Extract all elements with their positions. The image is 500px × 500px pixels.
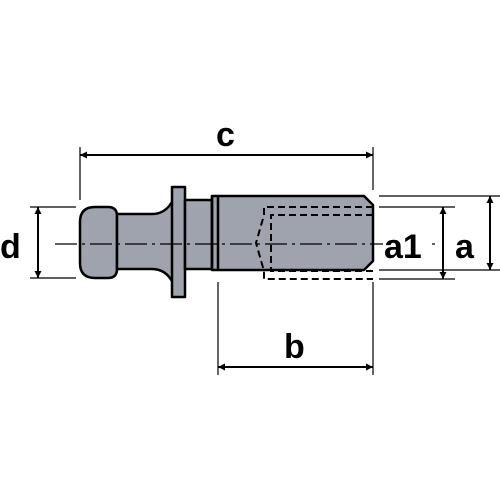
label-backdrop-a1 <box>383 226 431 262</box>
stud-head <box>78 205 119 280</box>
label-a1: a1 <box>384 228 422 266</box>
part-body <box>78 185 375 299</box>
groove-lines <box>210 196 220 270</box>
label-d: d <box>0 228 21 266</box>
stud-neck <box>115 198 175 285</box>
label-a: a <box>455 228 475 266</box>
stud-collar <box>170 185 187 299</box>
label-backdrop-a <box>452 226 484 262</box>
label-c: c <box>216 116 235 154</box>
stud-shoulder <box>183 198 214 271</box>
dimension-lines <box>34 151 494 371</box>
label-b: b <box>284 328 305 366</box>
internal-thread-hidden-lines <box>254 206 373 280</box>
